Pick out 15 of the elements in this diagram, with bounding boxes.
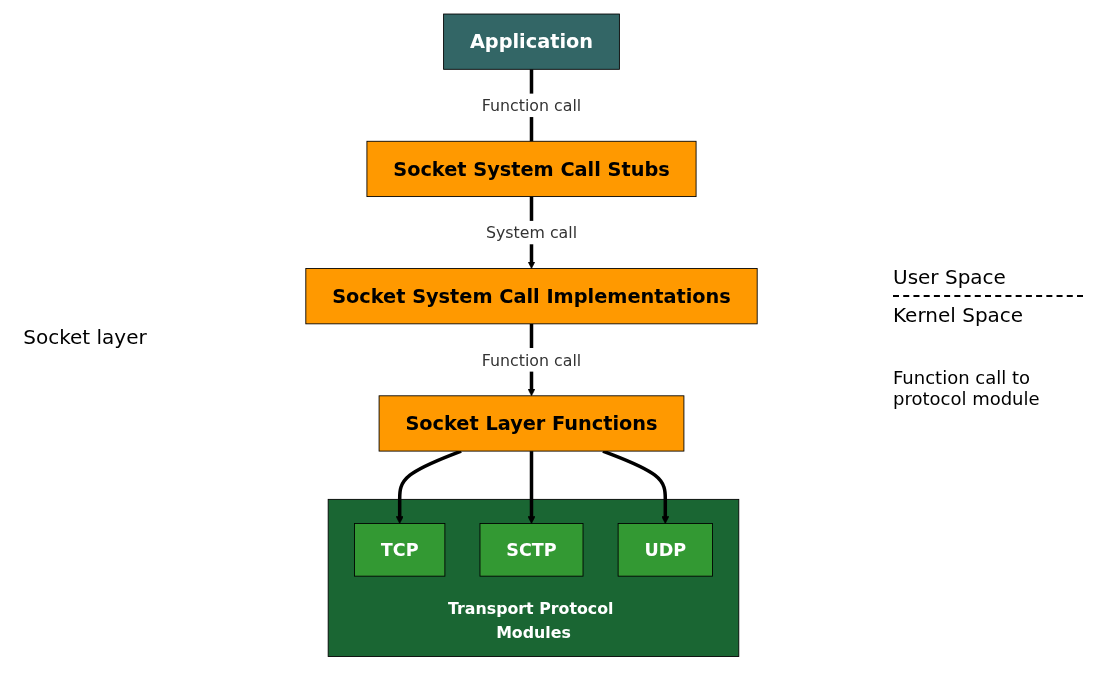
bracket-label: Socket layer (22, 324, 148, 349)
edge-label: Function call (481, 95, 582, 115)
note-text: Function call to protocol module (893, 366, 1041, 409)
node-box: Socket System Call Implementations (305, 267, 758, 324)
node-box: Application (443, 13, 620, 70)
edge-label: Function call (481, 350, 582, 369)
arrow (527, 450, 536, 524)
node-box: Socket Layer Functions (378, 394, 685, 452)
node-box: UDP (617, 522, 713, 577)
node-box: Socket System Call Stubs (366, 140, 697, 197)
edge-label: System call (485, 222, 578, 242)
node-box: SCTP (479, 522, 584, 577)
space-label: Kernel Space (893, 302, 1025, 327)
node-box: TCP (354, 522, 446, 577)
space-label: User Space (893, 264, 1007, 289)
